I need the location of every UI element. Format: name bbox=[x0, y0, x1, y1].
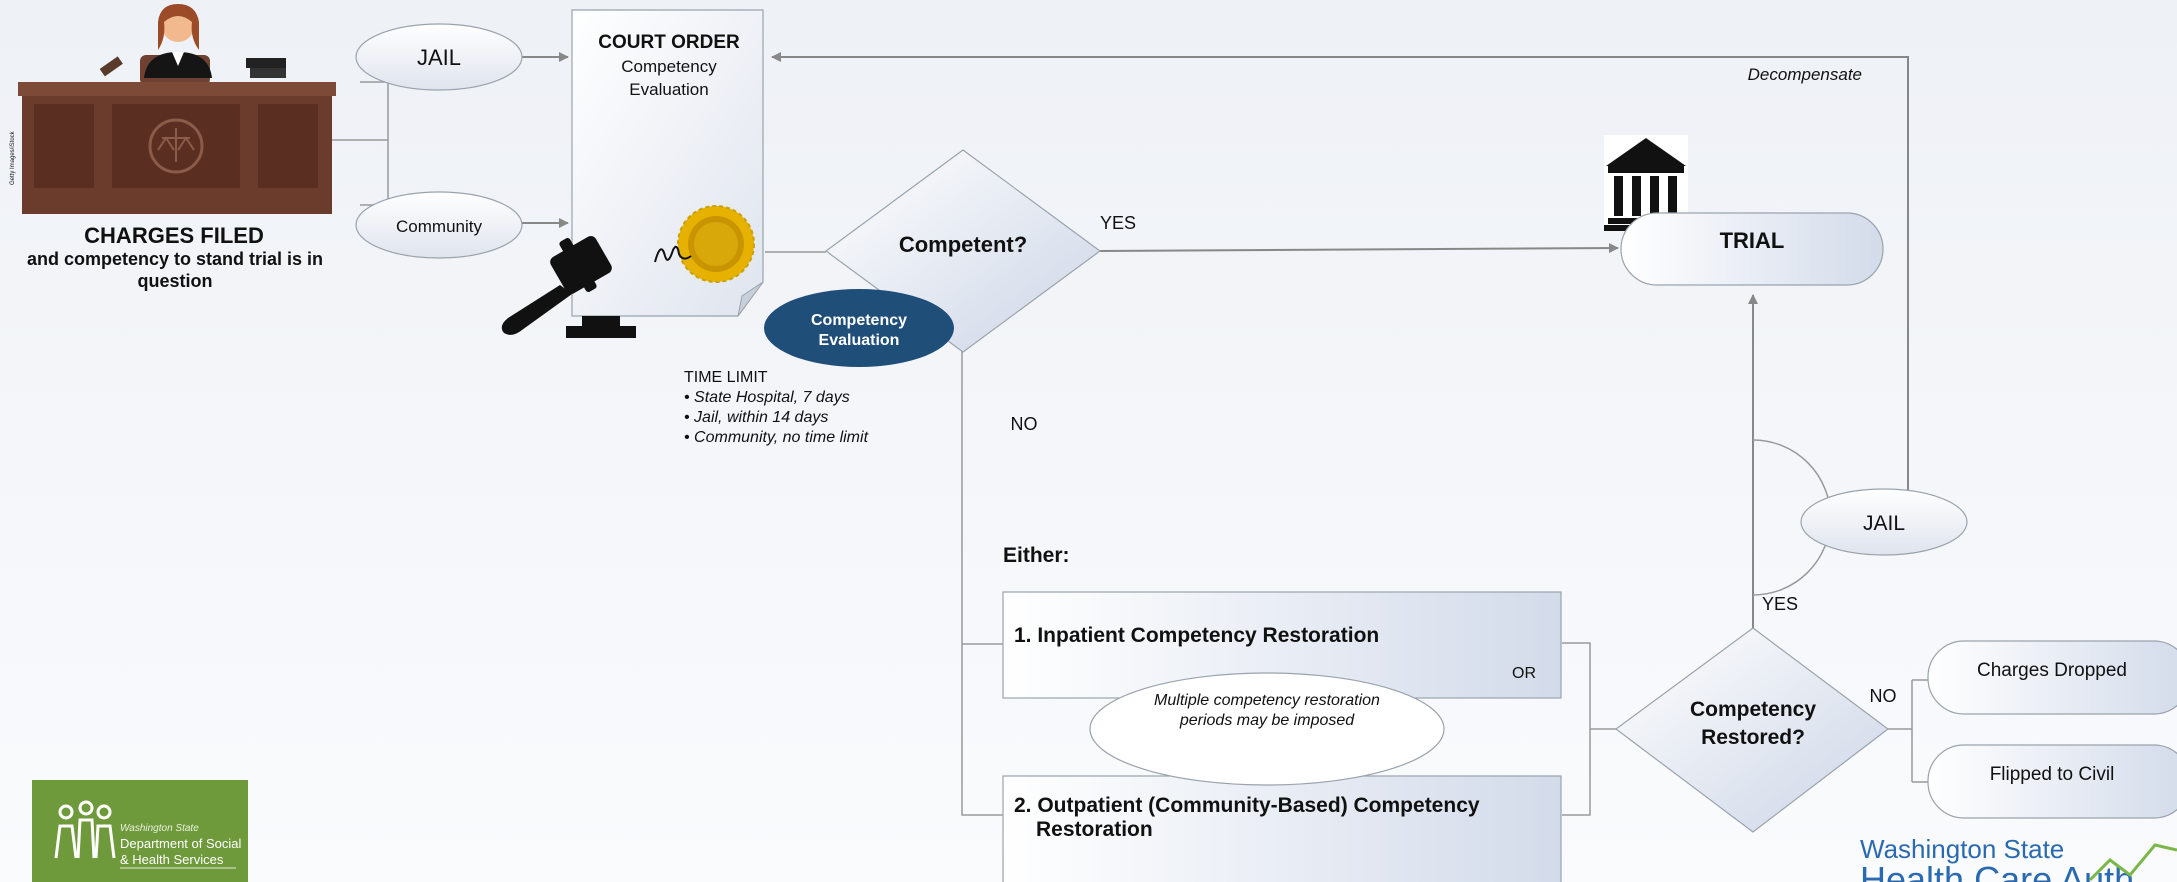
restored-yes-label: YES bbox=[1762, 594, 1798, 614]
hca-swoosh-icon bbox=[2088, 843, 2177, 882]
dshs-line2: Department of Social bbox=[120, 836, 242, 851]
court-order-title: COURT ORDER bbox=[598, 32, 740, 53]
multiple-periods-line1: Multiple competency restoration bbox=[1154, 692, 1380, 709]
or-label: OR bbox=[1512, 665, 1536, 682]
time-limit-item: State Hospital, 7 days bbox=[694, 389, 850, 406]
restored-decision-diamond bbox=[1614, 627, 1889, 833]
charges-dropped-label: Charges Dropped bbox=[1977, 660, 2127, 681]
signature-icon bbox=[654, 245, 692, 263]
time-limit-item: Community, no time limit bbox=[694, 429, 869, 446]
outpatient-restoration-box bbox=[1002, 775, 1562, 882]
restored-line1: Competency bbox=[1690, 698, 1816, 721]
trial-terminal bbox=[1620, 212, 1884, 286]
return-jail-label: JAIL bbox=[1863, 512, 1905, 535]
watermark: Getty Images/iStock bbox=[10, 130, 16, 185]
referral-jail-label: JAIL bbox=[417, 45, 461, 70]
dshs-logo bbox=[32, 780, 248, 882]
court-order-line2: Evaluation bbox=[629, 80, 708, 99]
hca-line2: Health Care Auth bbox=[1860, 859, 2134, 882]
inpatient-restoration-label: 1. Inpatient Competency Restoration bbox=[1014, 624, 1379, 647]
hca-line1: Washington State bbox=[1860, 834, 2064, 864]
gavel-icon bbox=[501, 236, 636, 338]
outpatient-restoration-line1: 2. Outpatient (Community-Based) Competen… bbox=[1014, 794, 1480, 817]
charges-filed-subtitle: and competency to stand trial is in ques… bbox=[26, 249, 324, 291]
connectors bbox=[330, 52, 1928, 816]
referral-community-label: Community bbox=[396, 217, 482, 236]
referral-jail-oval bbox=[355, 23, 523, 91]
court-order-line1: Competency bbox=[621, 57, 717, 76]
charges-filed-title: CHARGES FILED bbox=[84, 223, 264, 248]
evaluation-badge-line1: Competency bbox=[811, 312, 907, 329]
either-label: Either: bbox=[1003, 544, 1070, 567]
flipped-civil-label: Flipped to Civil bbox=[1990, 764, 2115, 785]
decompensate-label: Decompensate bbox=[1748, 65, 1862, 84]
judge-illustration bbox=[18, 4, 336, 214]
evaluation-badge-line2: Evaluation bbox=[819, 332, 900, 349]
time-limit-block: TIME LIMIT • State Hospital, 7 days • Ja… bbox=[684, 368, 984, 448]
seal-icon bbox=[677, 205, 755, 283]
restored-line2: Restored? bbox=[1701, 726, 1805, 749]
time-limit-item: Jail, within 14 days bbox=[694, 409, 829, 426]
flipped-civil-terminal bbox=[1927, 744, 2177, 819]
restored-no-label: NO bbox=[1870, 686, 1897, 706]
competent-no-label: NO bbox=[1011, 414, 1038, 434]
multiple-periods-line2: periods may be imposed bbox=[1179, 712, 1355, 729]
competency-evaluation-badge bbox=[764, 289, 954, 367]
trial-label: TRIAL bbox=[1720, 228, 1785, 253]
dshs-line3: & Health Services bbox=[120, 852, 224, 867]
competent-yes-label: YES bbox=[1100, 213, 1136, 233]
return-jail-oval bbox=[1800, 488, 1968, 556]
competent-question: Competent? bbox=[899, 232, 1027, 257]
time-limit-heading: TIME LIMIT bbox=[684, 369, 768, 386]
referral-community-oval bbox=[355, 191, 523, 259]
multiple-periods-oval bbox=[1089, 672, 1445, 786]
dshs-line1: Washington State bbox=[120, 823, 199, 834]
charges-dropped-terminal bbox=[1927, 640, 2177, 715]
outpatient-restoration-line2: Restoration bbox=[1036, 818, 1153, 841]
